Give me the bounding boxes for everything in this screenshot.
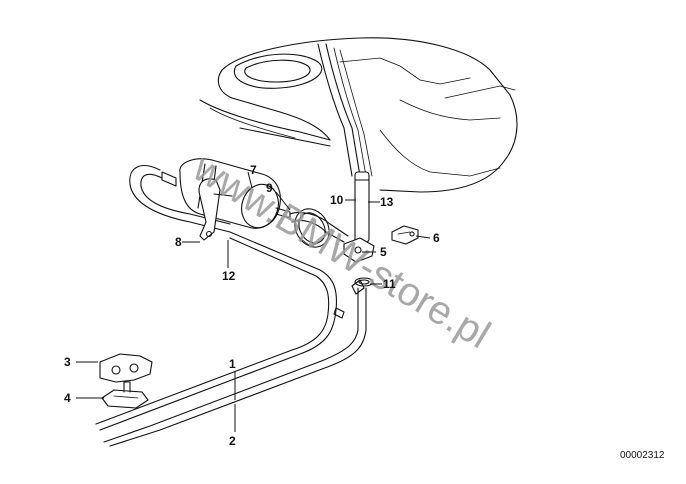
callout-5: 5 xyxy=(380,245,387,259)
clamp-6 xyxy=(391,225,419,245)
callout-10: 10 xyxy=(330,193,344,207)
fuel-lines-1-2 xyxy=(95,231,367,447)
drawing-code: 00002312 xyxy=(620,450,665,461)
clamp-5 xyxy=(343,237,375,263)
callout-3: 3 xyxy=(64,355,71,369)
callout-labels: 1 2 3 4 5 6 7 8 9 10 11 12 13 xyxy=(64,163,440,448)
callout-8: 8 xyxy=(175,235,182,249)
leader-lines xyxy=(76,171,431,432)
holder-3 xyxy=(99,353,153,383)
fuel-filter-assembly xyxy=(129,158,349,248)
callout-12: 12 xyxy=(222,269,236,283)
callout-13: 13 xyxy=(380,195,394,209)
callout-7: 7 xyxy=(250,163,257,177)
callout-2: 2 xyxy=(229,434,236,448)
pipe-13 xyxy=(354,171,370,243)
callout-1: 1 xyxy=(229,357,236,371)
fuel-lines-upper xyxy=(317,43,373,177)
svg-text:www.BMW-store.pl: www.BMW-store.pl xyxy=(185,145,497,357)
callout-6: 6 xyxy=(433,231,440,245)
callout-4: 4 xyxy=(64,391,71,405)
callout-11: 11 xyxy=(383,277,396,291)
engine-compartment xyxy=(199,37,518,193)
callout-9: 9 xyxy=(266,181,273,195)
bracket-4 xyxy=(101,381,149,409)
watermark: www.BMW-store.pl xyxy=(185,145,497,357)
